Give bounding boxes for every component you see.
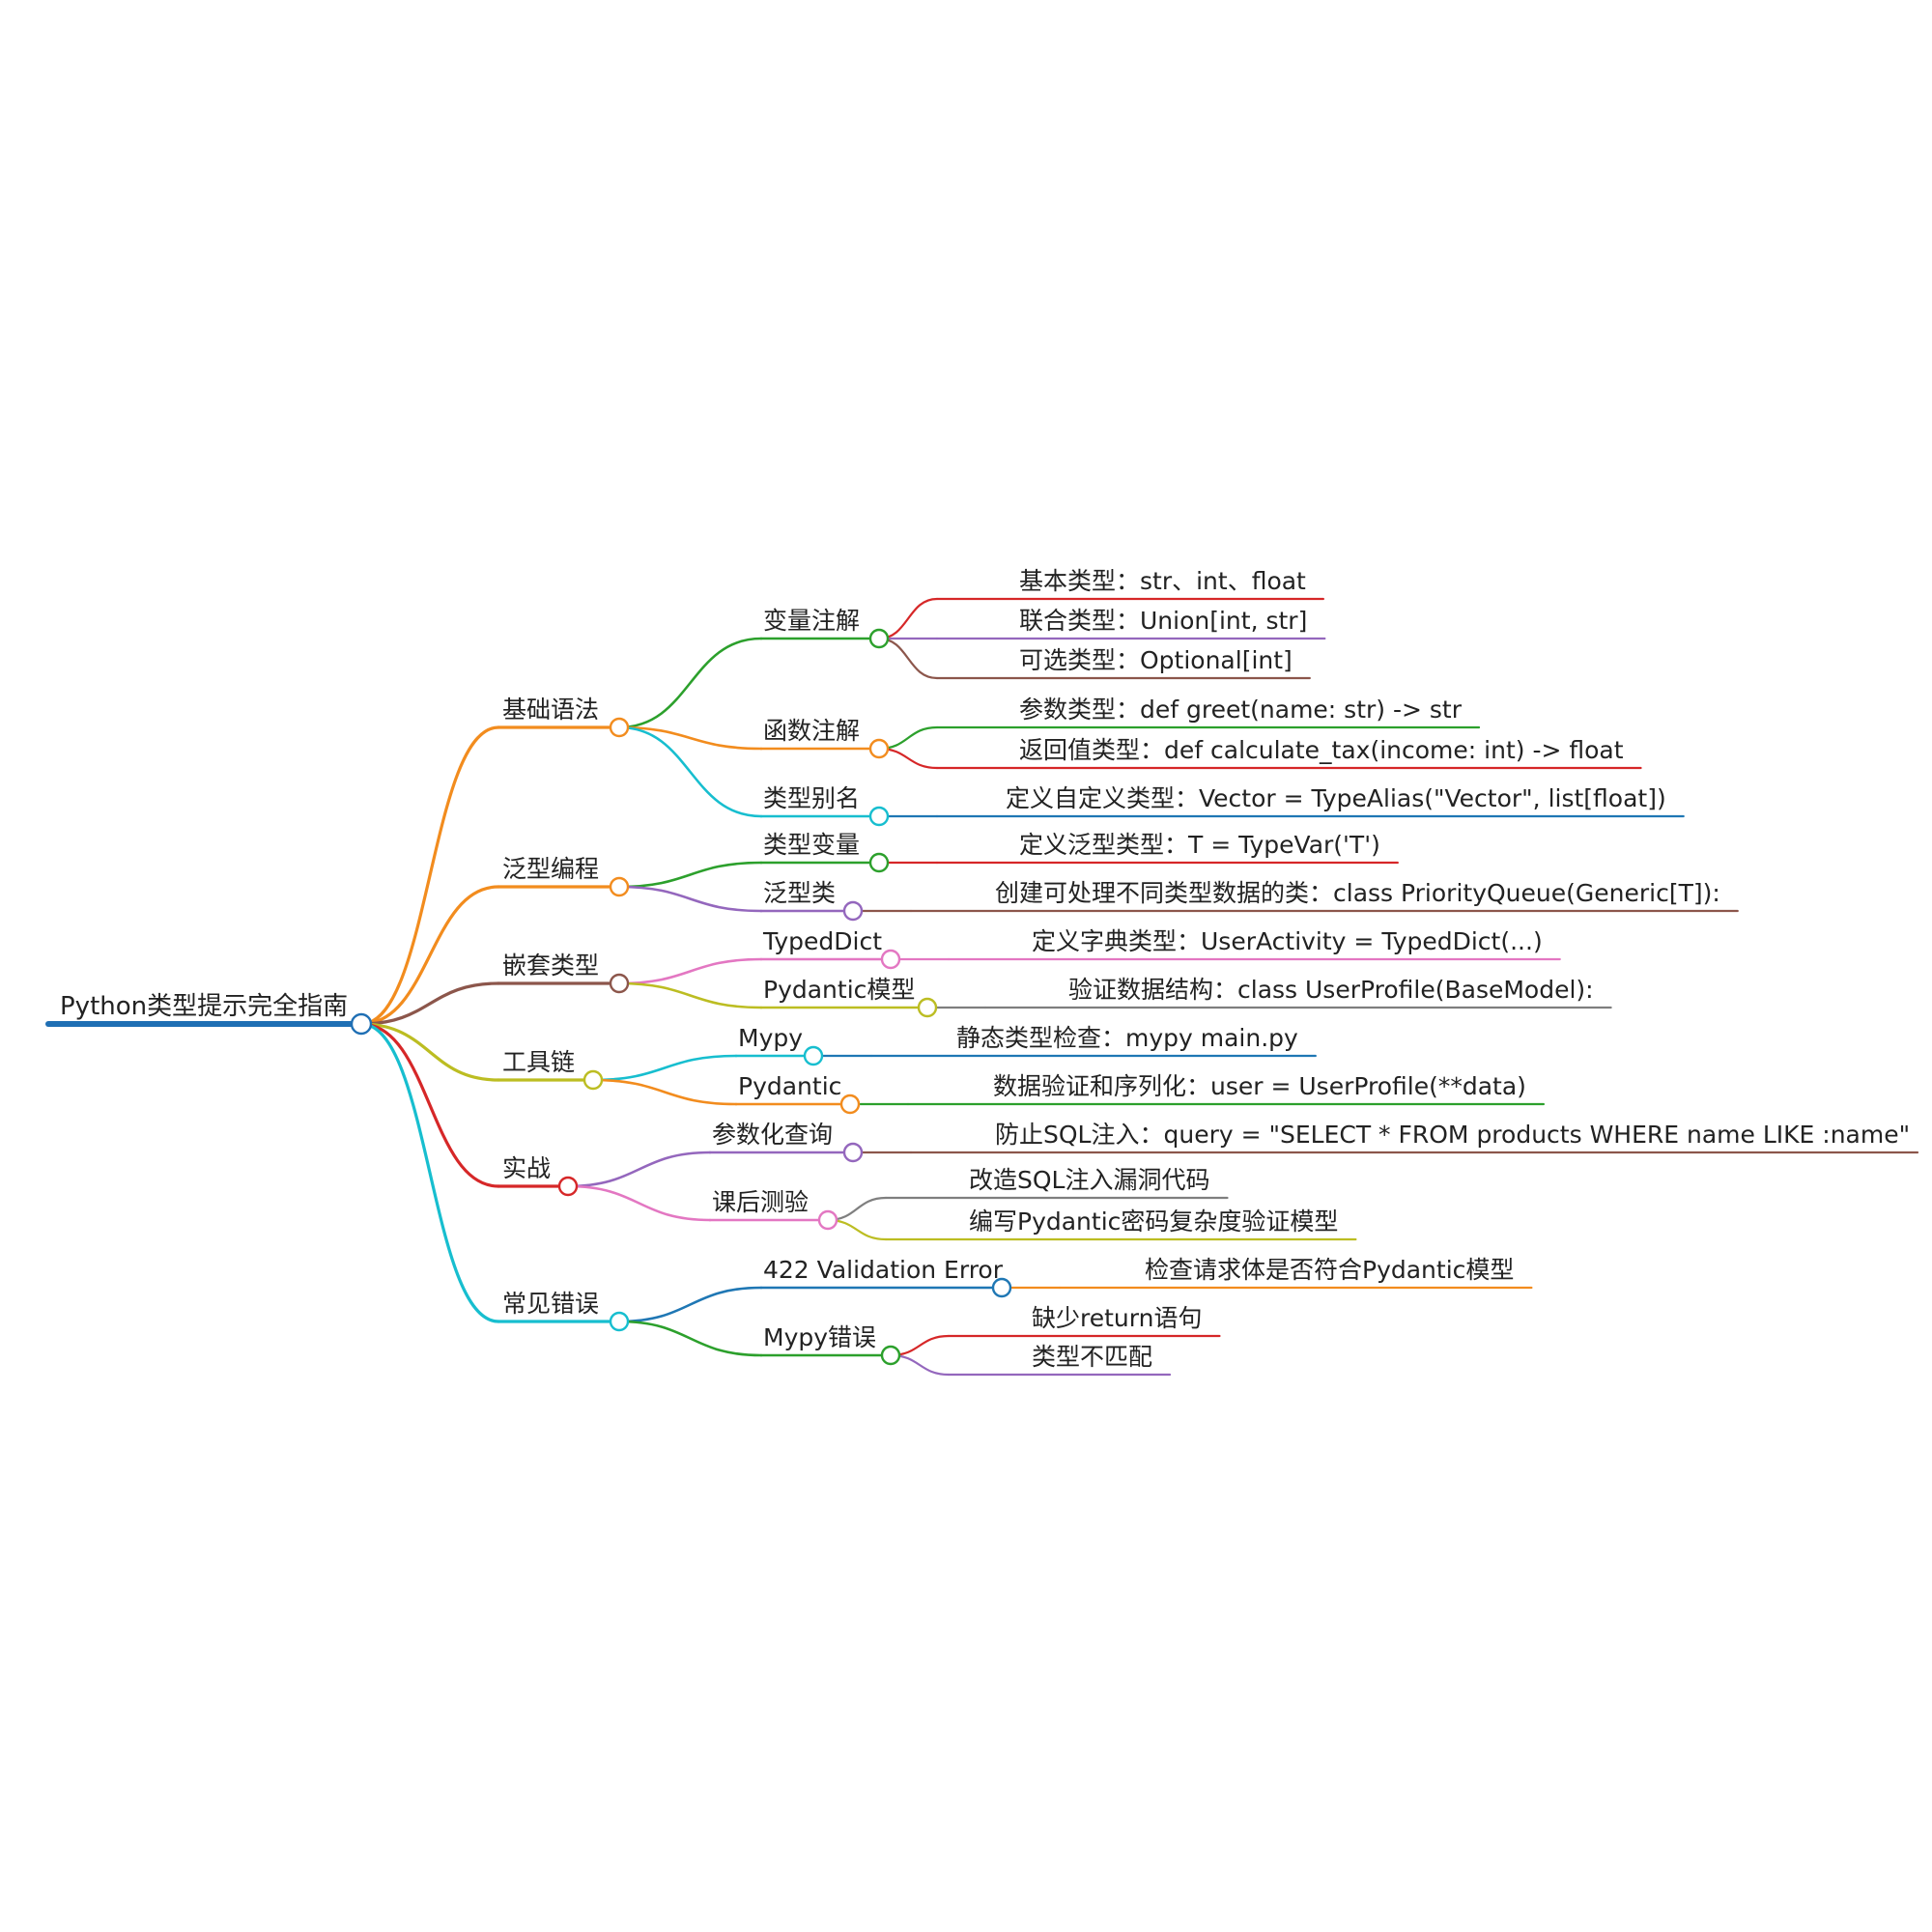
link-root-to-branch-1 (359, 885, 500, 1026)
leaf-5-1-1-label[interactable]: 类型不匹配 (1032, 1343, 1152, 1371)
topic-0-1-node[interactable] (868, 738, 890, 759)
mindmap-nodes: Python类型提示完全指南 基础语法 变量注解 基本类型：str、int、float… (60, 567, 1910, 1371)
branch-2-node[interactable] (609, 973, 630, 994)
leaf-5-0-0-label[interactable]: 检查请求体是否符合Pydantic模型 (1145, 1256, 1514, 1284)
mindmap-links (45, 597, 1919, 1377)
link-branch-4-to-topic-0 (566, 1151, 712, 1188)
leaf-1-0-0-label[interactable]: 定义泛型类型：T = TypeVar('T') (1019, 831, 1380, 859)
link-branch-0-to-topic-2 (617, 725, 763, 818)
topic-4-0-node[interactable] (842, 1142, 864, 1163)
link-branch-3-to-topic-0 (591, 1054, 738, 1082)
leaf-0-0-1-label[interactable]: 联合类型：Union[int, str] (1019, 607, 1307, 635)
link-root-to-branch-5 (359, 1022, 500, 1323)
topic-5-0-node[interactable] (991, 1277, 1012, 1298)
topic-2-1-node[interactable] (917, 997, 938, 1018)
branch-3-node[interactable] (582, 1069, 604, 1091)
link-branch-5-to-topic-1 (617, 1320, 763, 1357)
link-branch-3-to-topic-1 (591, 1078, 738, 1106)
leaf-2-0-0-label[interactable]: 定义字典类型：UserActivity = TypedDict(...) (1032, 927, 1543, 955)
branch-1-node[interactable] (609, 876, 630, 897)
branch-5-node[interactable] (609, 1311, 630, 1332)
topic-4-1-node[interactable] (817, 1209, 838, 1231)
topic-4-0-label[interactable]: 参数化查询 (712, 1121, 833, 1149)
leaf-0-0-0-label[interactable]: 基本类型：str、int、float (1019, 567, 1306, 595)
branch-4-node[interactable] (557, 1176, 579, 1197)
branch-1-label[interactable]: 泛型编程 (502, 855, 599, 883)
topic-0-2-node[interactable] (868, 806, 890, 827)
link-branch-2-to-topic-1 (617, 981, 763, 1009)
topic-2-0-label[interactable]: TypedDict (762, 927, 882, 955)
link-topic-0-0-to-leaf-2 (877, 637, 939, 680)
leaf-4-0-0-label[interactable]: 防止SQL注入：query = "SELECT * FROM products … (995, 1121, 1910, 1149)
topic-2-0-node[interactable] (880, 949, 901, 970)
leaf-4-1-0-label[interactable]: 改造SQL注入漏洞代码 (969, 1166, 1209, 1194)
branch-0-node[interactable] (609, 717, 630, 738)
topic-3-0-node[interactable] (803, 1045, 824, 1066)
topic-5-1-label[interactable]: Mypy错误 (763, 1323, 876, 1351)
topic-0-0-label[interactable]: 变量注解 (763, 607, 860, 635)
leaf-3-0-0-label[interactable]: 静态类型检查：mypy main.py (956, 1024, 1298, 1052)
topic-5-0-label[interactable]: 422 Validation Error (763, 1256, 1004, 1284)
link-topic-0-0-to-leaf-0 (877, 597, 939, 640)
link-root-to-branch-0 (359, 725, 500, 1026)
topic-1-1-label[interactable]: 泛型类 (763, 879, 836, 907)
link-root-to-branch-3 (359, 1022, 500, 1082)
link-branch-1-to-topic-0 (617, 861, 763, 889)
root-label[interactable]: Python类型提示完全指南 (60, 992, 348, 1021)
link-branch-0-to-topic-0 (617, 637, 763, 729)
leaf-0-2-0-label[interactable]: 定义自定义类型：Vector = TypeAlias("Vector", lis… (1006, 784, 1666, 812)
leaf-3-1-0-label[interactable]: 数据验证和序列化：user = UserProfile(**data) (993, 1072, 1526, 1100)
leaf-0-1-1-label[interactable]: 返回值类型：def calculate_tax(income: int) -> … (1019, 736, 1624, 764)
leaf-5-1-0-label[interactable]: 缺少return语句 (1032, 1304, 1202, 1332)
leaf-4-1-1-label[interactable]: 编写Pydantic密码复杂度验证模型 (969, 1208, 1338, 1236)
branch-3-label[interactable]: 工具链 (502, 1048, 575, 1076)
link-branch-2-to-topic-0 (617, 957, 763, 985)
topic-1-0-node[interactable] (868, 852, 890, 873)
topic-3-0-label[interactable]: Mypy (738, 1024, 803, 1052)
branch-4-label[interactable]: 实战 (502, 1154, 551, 1182)
topic-1-1-node[interactable] (842, 900, 864, 922)
link-branch-0-to-topic-1 (617, 725, 763, 751)
topic-3-1-node[interactable] (839, 1094, 861, 1115)
link-root-to-branch-4 (359, 1022, 500, 1188)
link-branch-5-to-topic-0 (617, 1286, 763, 1323)
topic-0-0-node[interactable] (868, 628, 890, 649)
topic-2-1-label[interactable]: Pydantic模型 (763, 976, 915, 1004)
branch-0-label[interactable]: 基础语法 (502, 696, 599, 724)
branch-2-label[interactable]: 嵌套类型 (502, 952, 599, 980)
leaf-0-0-2-label[interactable]: 可选类型：Optional[int] (1019, 646, 1293, 674)
link-branch-1-to-topic-1 (617, 885, 763, 913)
leaf-2-1-0-label[interactable]: 验证数据结构：class UserProfile(BaseModel): (1068, 976, 1594, 1004)
leaf-1-1-0-label[interactable]: 创建可处理不同类型数据的类：class PriorityQueue(Generi… (995, 879, 1720, 907)
branch-5-label[interactable]: 常见错误 (502, 1290, 599, 1318)
link-root-to-branch-2 (359, 981, 500, 1026)
root-node[interactable] (350, 1012, 373, 1036)
link-branch-4-to-topic-1 (566, 1184, 712, 1222)
topic-3-1-label[interactable]: Pydantic (738, 1072, 841, 1100)
leaf-0-1-0-label[interactable]: 参数类型：def greet(name: str) -> str (1019, 696, 1463, 724)
topic-5-1-node[interactable] (880, 1345, 901, 1366)
topic-0-1-label[interactable]: 函数注解 (763, 717, 860, 745)
topic-4-1-label[interactable]: 课后测验 (712, 1188, 809, 1216)
topic-1-0-label[interactable]: 类型变量 (763, 831, 860, 859)
topic-0-2-label[interactable]: 类型别名 (763, 784, 860, 812)
